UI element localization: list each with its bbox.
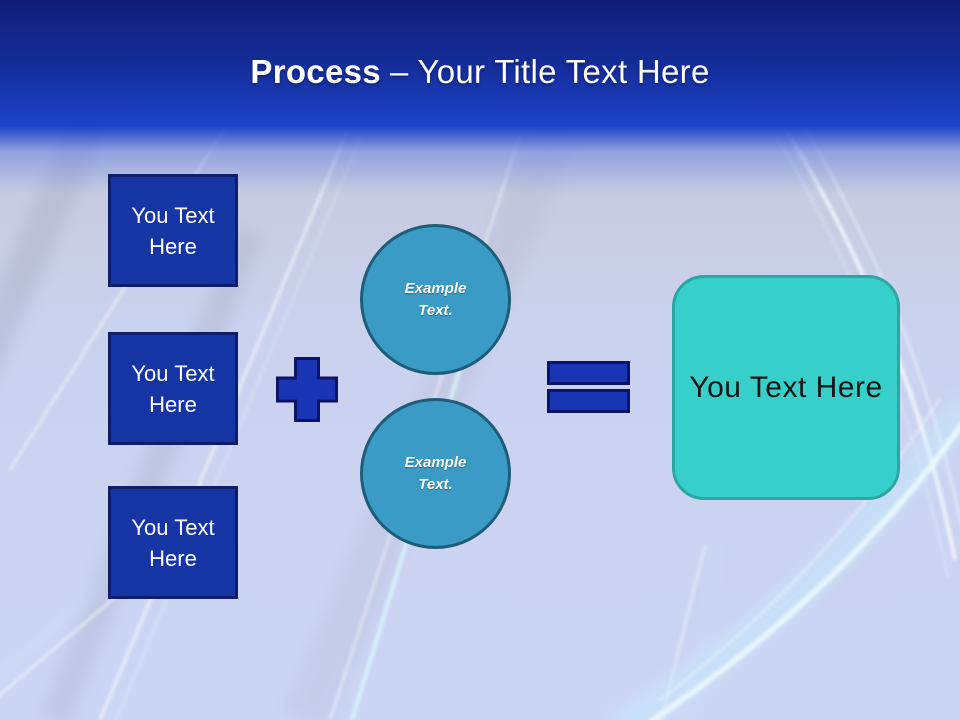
plus-icon <box>276 357 338 422</box>
equals-bar-bottom <box>547 389 630 413</box>
example-circle-2-label: Example Text. <box>404 453 467 493</box>
equals-icon <box>547 361 630 413</box>
slide-title-subtitle: – Your Title Text Here <box>389 53 710 90</box>
equals-bar-top <box>547 361 630 385</box>
process-box-2: You Text Here <box>108 332 238 445</box>
process-box-1-label: You Text Here <box>131 202 215 259</box>
process-box-3-label: You Text Here <box>131 514 215 571</box>
result-box-label: You Text Here <box>689 370 883 404</box>
result-box: You Text Here <box>672 275 900 500</box>
title-band <box>0 0 960 200</box>
slide-title-keyword: Process <box>250 53 381 90</box>
example-circle-1: Example Text. <box>360 224 511 375</box>
example-circle-2: Example Text. <box>360 398 511 549</box>
slide-title: Process– Your Title Text Here <box>0 50 960 94</box>
process-box-3: You Text Here <box>108 486 238 599</box>
process-box-1: You Text Here <box>108 174 238 287</box>
process-box-2-label: You Text Here <box>131 360 215 417</box>
example-circle-1-label: Example Text. <box>404 279 467 319</box>
